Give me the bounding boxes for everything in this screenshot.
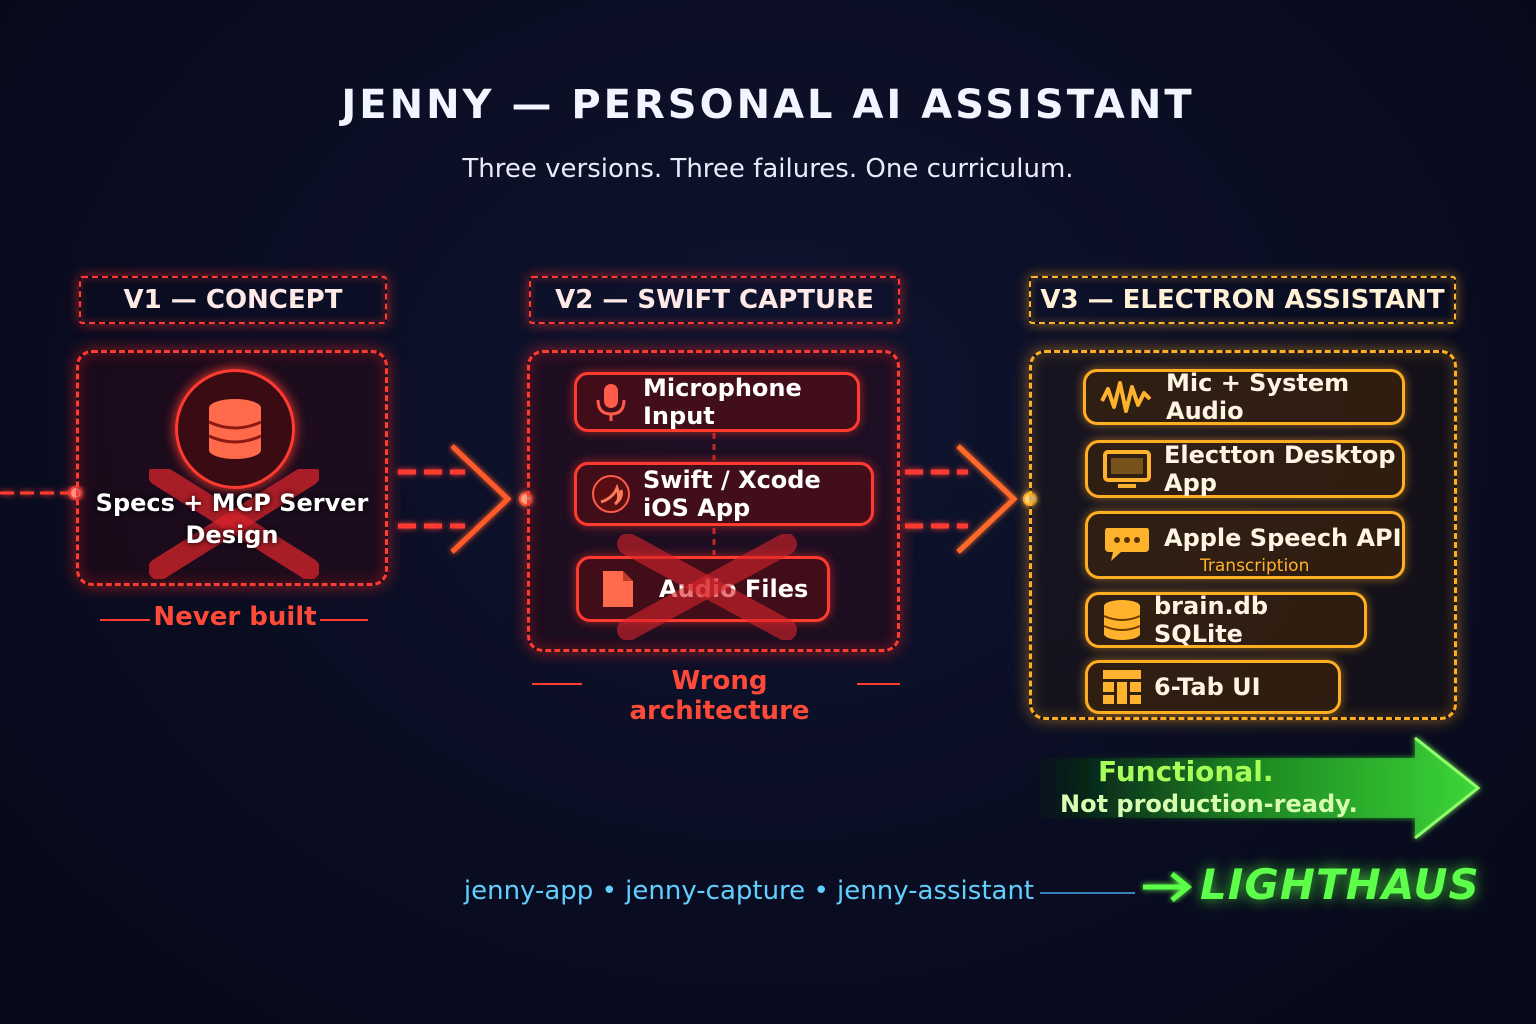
v3-item-label: Mic + System Audio (1166, 369, 1350, 425)
v3-label: V3 — ELECTRON ASSISTANT (1029, 276, 1456, 324)
v3-item-sublabel: Transcription (1200, 556, 1310, 576)
next-arrow-icon (1143, 872, 1192, 902)
waveform-icon (1100, 377, 1154, 417)
v3-item-speech-api: Apple Speech API Transcription (1085, 511, 1405, 579)
v2-item-label: Swift / Xcode iOS App (643, 466, 821, 522)
cross-icon (149, 469, 319, 579)
v2-item-label: Microphone Input (643, 374, 802, 430)
file-icon (597, 569, 637, 609)
page-title: JENNY — PERSONAL AI ASSISTANT (341, 82, 1195, 128)
cross-icon (617, 534, 797, 640)
v3-item-desktop-app: Electton Desktop App (1085, 440, 1405, 498)
v3-item-mic-audio: Mic + System Audio (1083, 369, 1405, 425)
v3-item-label: 6-Tab UI (1154, 673, 1261, 701)
next-project-name: LIGHTHAUS (1200, 860, 1480, 909)
database-icon (1102, 600, 1142, 640)
v3-item-tab-ui: 6-Tab UI (1085, 660, 1341, 714)
arrow-v2-v3 (905, 444, 1037, 554)
microphone-icon (591, 382, 631, 422)
v3-item-label: brain.db SQLite (1154, 592, 1268, 648)
repo-list: jenny-app • jenny-capture • jenny-assist… (463, 876, 1035, 906)
grid-icon (1102, 667, 1142, 707)
monitor-icon (1102, 449, 1152, 489)
v1-text-line1: Specs + MCP Server (95, 489, 369, 517)
result-functional: Functional. (1098, 755, 1274, 788)
v1-footer: Never built (153, 602, 317, 632)
arrow-v1-v2 (398, 444, 533, 554)
result-not-production-ready: Not production-ready. (1060, 790, 1358, 818)
speech-bubble-icon (1102, 524, 1152, 564)
v2-label: V2 — SWIFT CAPTURE (529, 276, 900, 324)
green-result-arrow (1030, 736, 1481, 840)
v3-item-label: Apple Speech API (1164, 524, 1402, 552)
v3-item-brain-db: brain.db SQLite (1085, 592, 1367, 648)
v2-item-microphone: Microphone Input (574, 372, 860, 432)
v2-footer: Wrong architecture (629, 666, 810, 726)
v2-item-swift: Swift / Xcode iOS App (574, 462, 874, 526)
v1-label: V1 — CONCEPT (79, 276, 387, 324)
v1-panel: Specs + MCP Server Design (76, 350, 388, 586)
swift-icon (591, 474, 631, 514)
v3-item-label: Electton Desktop App (1164, 441, 1396, 497)
v1-text-line2: Design (185, 521, 279, 549)
database-icon (175, 369, 295, 489)
page-subtitle: Three versions. Three failures. One curr… (462, 154, 1074, 184)
